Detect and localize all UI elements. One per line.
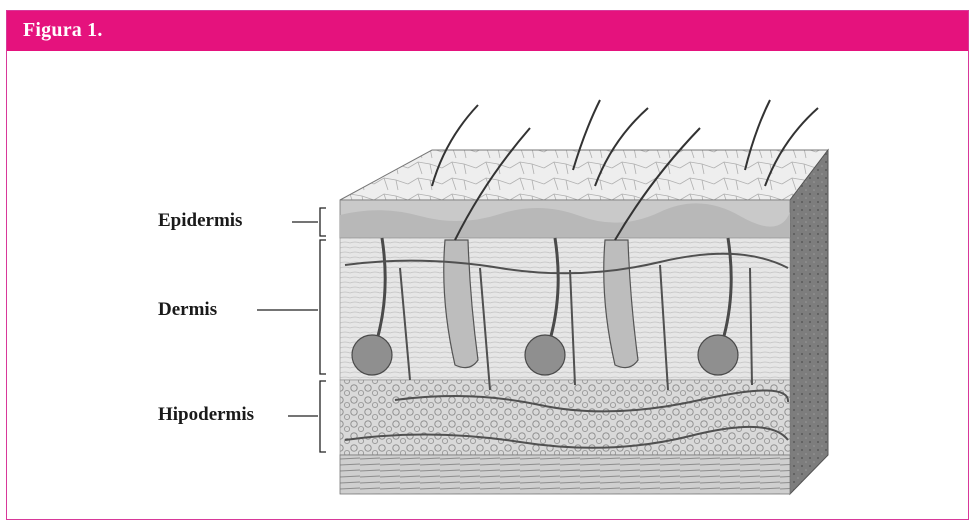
dermis-label: Dermis [158, 299, 217, 321]
hipodermis-label: Hipodermis [158, 404, 254, 426]
layer-brackets [257, 208, 326, 452]
epidermis-label: Epidermis [158, 210, 242, 232]
